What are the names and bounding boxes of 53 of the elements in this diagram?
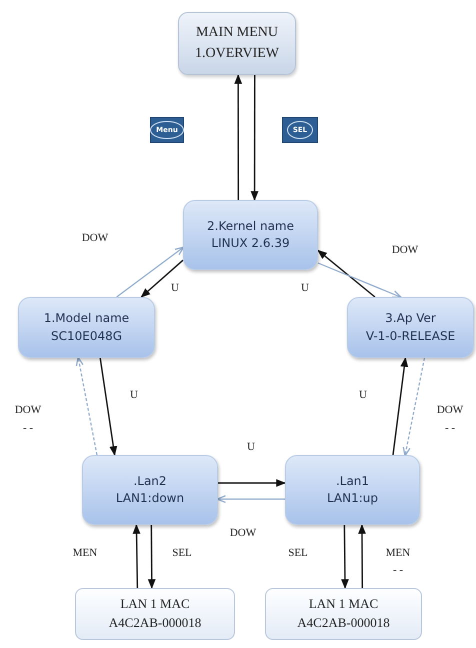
edge-label: DOW <box>228 526 258 540</box>
screen-box <box>347 297 474 358</box>
screen-box <box>265 588 422 640</box>
screen-title: LAN 1 MAC <box>308 595 378 614</box>
arrow <box>140 260 184 298</box>
edge-label: U <box>129 388 139 402</box>
arrow <box>358 524 366 588</box>
screen-title: MAIN MENU <box>196 24 278 42</box>
edge-label: U <box>358 388 368 402</box>
arrow <box>318 262 402 298</box>
select-key-button <box>282 117 318 143</box>
screen-value: LAN1:down <box>116 490 184 507</box>
screen-value: 1.OVERVIEW <box>194 44 280 62</box>
arrow <box>234 74 242 200</box>
screen-title: LAN 1 MAC <box>120 595 190 614</box>
edge-label: DOW <box>14 404 42 416</box>
arrow <box>341 525 349 589</box>
arrow <box>132 524 140 588</box>
screen-value: V-1-0-RELEASE <box>366 328 456 344</box>
edge-label: U <box>170 282 180 294</box>
screen-box <box>75 588 235 640</box>
arrow <box>216 495 285 504</box>
screen-value: A4C2AB-000018 <box>108 614 202 632</box>
screen-title: .Lan2 <box>133 472 167 490</box>
arrow <box>392 357 408 456</box>
menu-box <box>178 12 296 75</box>
screen-box <box>82 455 218 525</box>
screen-box <box>183 200 318 270</box>
arrow <box>317 250 376 298</box>
edge-label: DOW <box>436 404 464 416</box>
screen-value: LAN1:up <box>326 490 378 507</box>
screen-title: 3.Ap Ver <box>385 310 436 328</box>
screen-title: 2.Kernel name <box>207 218 294 235</box>
edge-label: U <box>300 282 310 294</box>
arrow <box>218 479 286 487</box>
arrow <box>250 75 258 201</box>
edge-label: SEL <box>287 546 309 560</box>
screen-value: SC10E048G <box>50 328 122 344</box>
screen-value: LINUX 2.6.39 <box>211 235 290 252</box>
edge-label: SEL <box>171 546 193 560</box>
arrow <box>100 358 118 456</box>
arrow <box>402 358 426 456</box>
arrow <box>76 356 98 456</box>
edge-label: U <box>246 440 256 454</box>
screen-box <box>285 455 420 525</box>
edge-label: DOW <box>80 232 110 244</box>
arrow <box>116 246 184 298</box>
arrow <box>148 525 156 589</box>
screen-title: .Lan1 <box>336 472 370 490</box>
screen-value: A4C2AB-000018 <box>297 614 390 632</box>
screen-title: 1.Model name <box>44 310 130 328</box>
edge-label: DOW <box>390 244 420 256</box>
screen-box <box>18 297 155 358</box>
